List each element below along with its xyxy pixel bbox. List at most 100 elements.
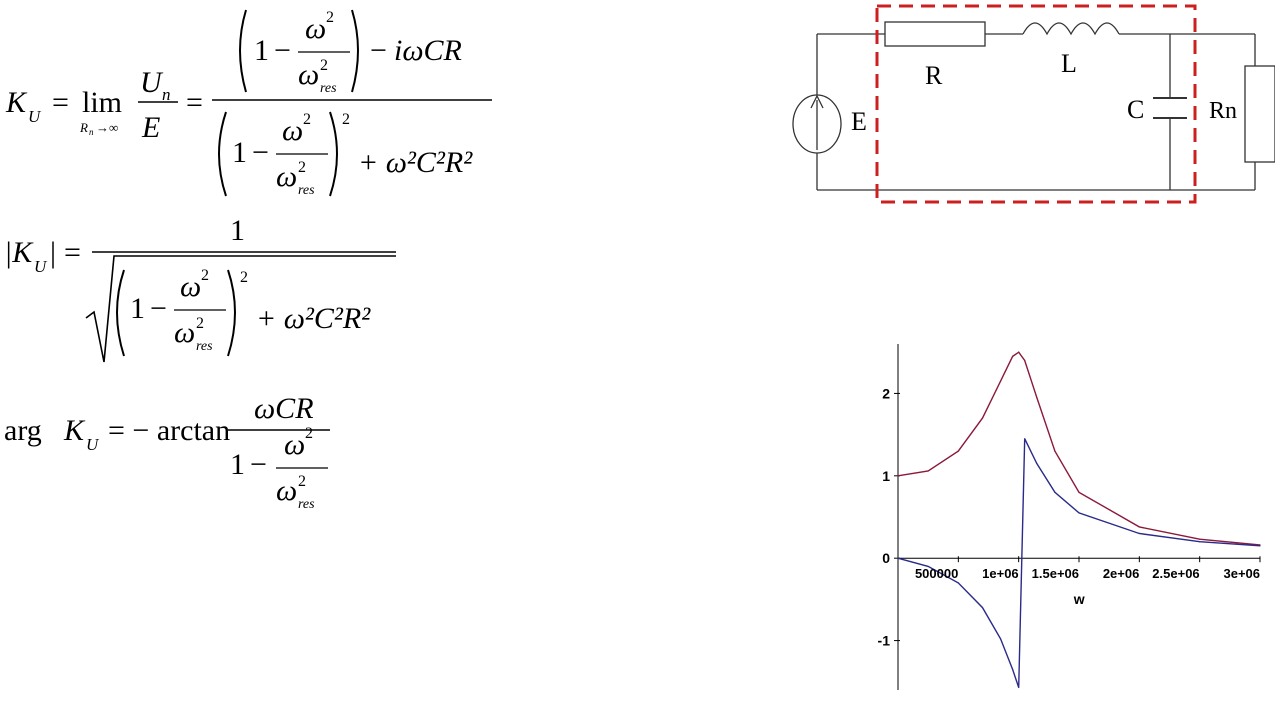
series-line-1 [897,351,1261,546]
x-axis-label: w [1073,591,1085,607]
abs-k-sub: U [34,257,48,276]
sq-2: 2 [303,111,311,128]
omega-1: ω [305,12,326,45]
res-3: res [196,339,213,354]
k-symbol: K [5,86,28,119]
omega-res-4: ω [276,474,297,507]
equals-sign: = [52,86,69,119]
series-point [897,475,899,477]
series-point [981,607,984,609]
y-tick-label: -1 [878,633,891,649]
minus-2: − [370,34,387,67]
plus-wcr-1: + ω²C²R² [358,146,473,179]
minus-3: − [252,136,269,169]
series-point [981,417,984,419]
series-point [999,380,1002,382]
formula-transfer-function: K U = lim R n →∞ U n E = 1 − ω 2 ω 2 res… [5,9,492,198]
equals-sign-2: = [186,86,203,119]
sq-res-4: 2 [298,473,306,490]
iwcr: iωCR [394,34,462,67]
lim-arrow: →∞ [96,120,118,135]
arg-text: arg [4,414,42,447]
label-l: L [1061,49,1077,78]
wcr-num: ωCR [254,392,314,425]
series-point [897,557,899,559]
series-point [1024,438,1026,440]
series-point [1078,512,1080,514]
un-subscript: n [162,85,171,104]
arg-k: K [63,414,86,447]
series-point [1054,491,1056,493]
series-point [1199,538,1201,540]
label-c: C [1127,95,1144,124]
omega-res-1: ω [298,58,319,91]
one-1: 1 [254,34,269,67]
sq-outer-1: 2 [342,111,350,128]
un-symbol: U [140,66,164,99]
lim-sub-n: n [89,127,94,137]
x-tick-label: 3e+06 [1223,566,1260,581]
series-point [1259,545,1261,547]
omega-res-3: ω [174,316,195,349]
one-3: 1 [130,292,145,325]
series-point [1138,532,1140,535]
res-4: res [298,497,315,512]
series-point [957,450,959,452]
lim-text: lim [82,86,122,119]
series-point [957,582,959,584]
res-1: res [320,81,337,96]
x-tick-label: 2.5e+06 [1152,566,1199,581]
series-point [1012,355,1014,357]
label-r: R [925,61,943,90]
formula-phase: arg K U = − arctan ωCR 1 − ω 2 ω 2 res [4,392,330,512]
series-point [1012,668,1014,671]
y-tick-label: 2 [882,385,890,401]
omega-res-2: ω [276,160,297,193]
sq-outer-2: 2 [240,269,248,286]
e-symbol: E [141,111,160,144]
sq-3: 2 [201,267,209,284]
series-point [999,638,1002,640]
series-point [927,565,929,568]
dashed-boundary [875,4,1197,204]
k-subscript: U [28,107,42,126]
minus-5: − [250,448,267,481]
series-point [927,470,929,472]
x-tick-label: 1e+06 [982,566,1019,581]
x-tick-label: 1.5e+06 [1032,566,1079,581]
circuit-diagram: R L C E Rn [792,4,1275,204]
series-point [1018,351,1020,353]
series-point [1036,462,1038,465]
omega-4: ω [284,428,305,461]
abs-k: |K [4,236,34,269]
series-point [1018,686,1020,689]
label-rn: Rn [1209,98,1237,124]
series-point [1078,491,1080,493]
plus-wcr-2: + ω²C²R² [256,302,371,335]
minus-1: − [274,34,291,67]
series-line-2 [897,438,1261,688]
formula-block: K U = lim R n →∞ U n E = 1 − ω 2 ω 2 res… [4,9,492,512]
abs-close: | [50,236,56,269]
one-num: 1 [230,214,245,247]
res-2: res [298,183,315,198]
minus-4: − [150,292,167,325]
sq-res-1: 2 [320,57,328,74]
x-tick-label: 500000 [915,566,958,581]
label-e: E [851,107,867,136]
series-point [1199,541,1201,543]
y-tick-label: 0 [882,550,890,566]
resistor-r [884,21,986,47]
series-point [1036,396,1038,399]
resistor-rn [1244,65,1275,163]
arctan-text: = − arctan [108,414,230,447]
series-point [1054,450,1056,452]
series-point [1138,526,1140,528]
sq-4: 2 [305,425,313,442]
sq-1: 2 [326,9,334,26]
one-2: 1 [232,136,247,169]
y-tick-label: 1 [882,468,890,484]
arg-k-sub: U [86,435,100,454]
omega-2: ω [282,114,303,147]
